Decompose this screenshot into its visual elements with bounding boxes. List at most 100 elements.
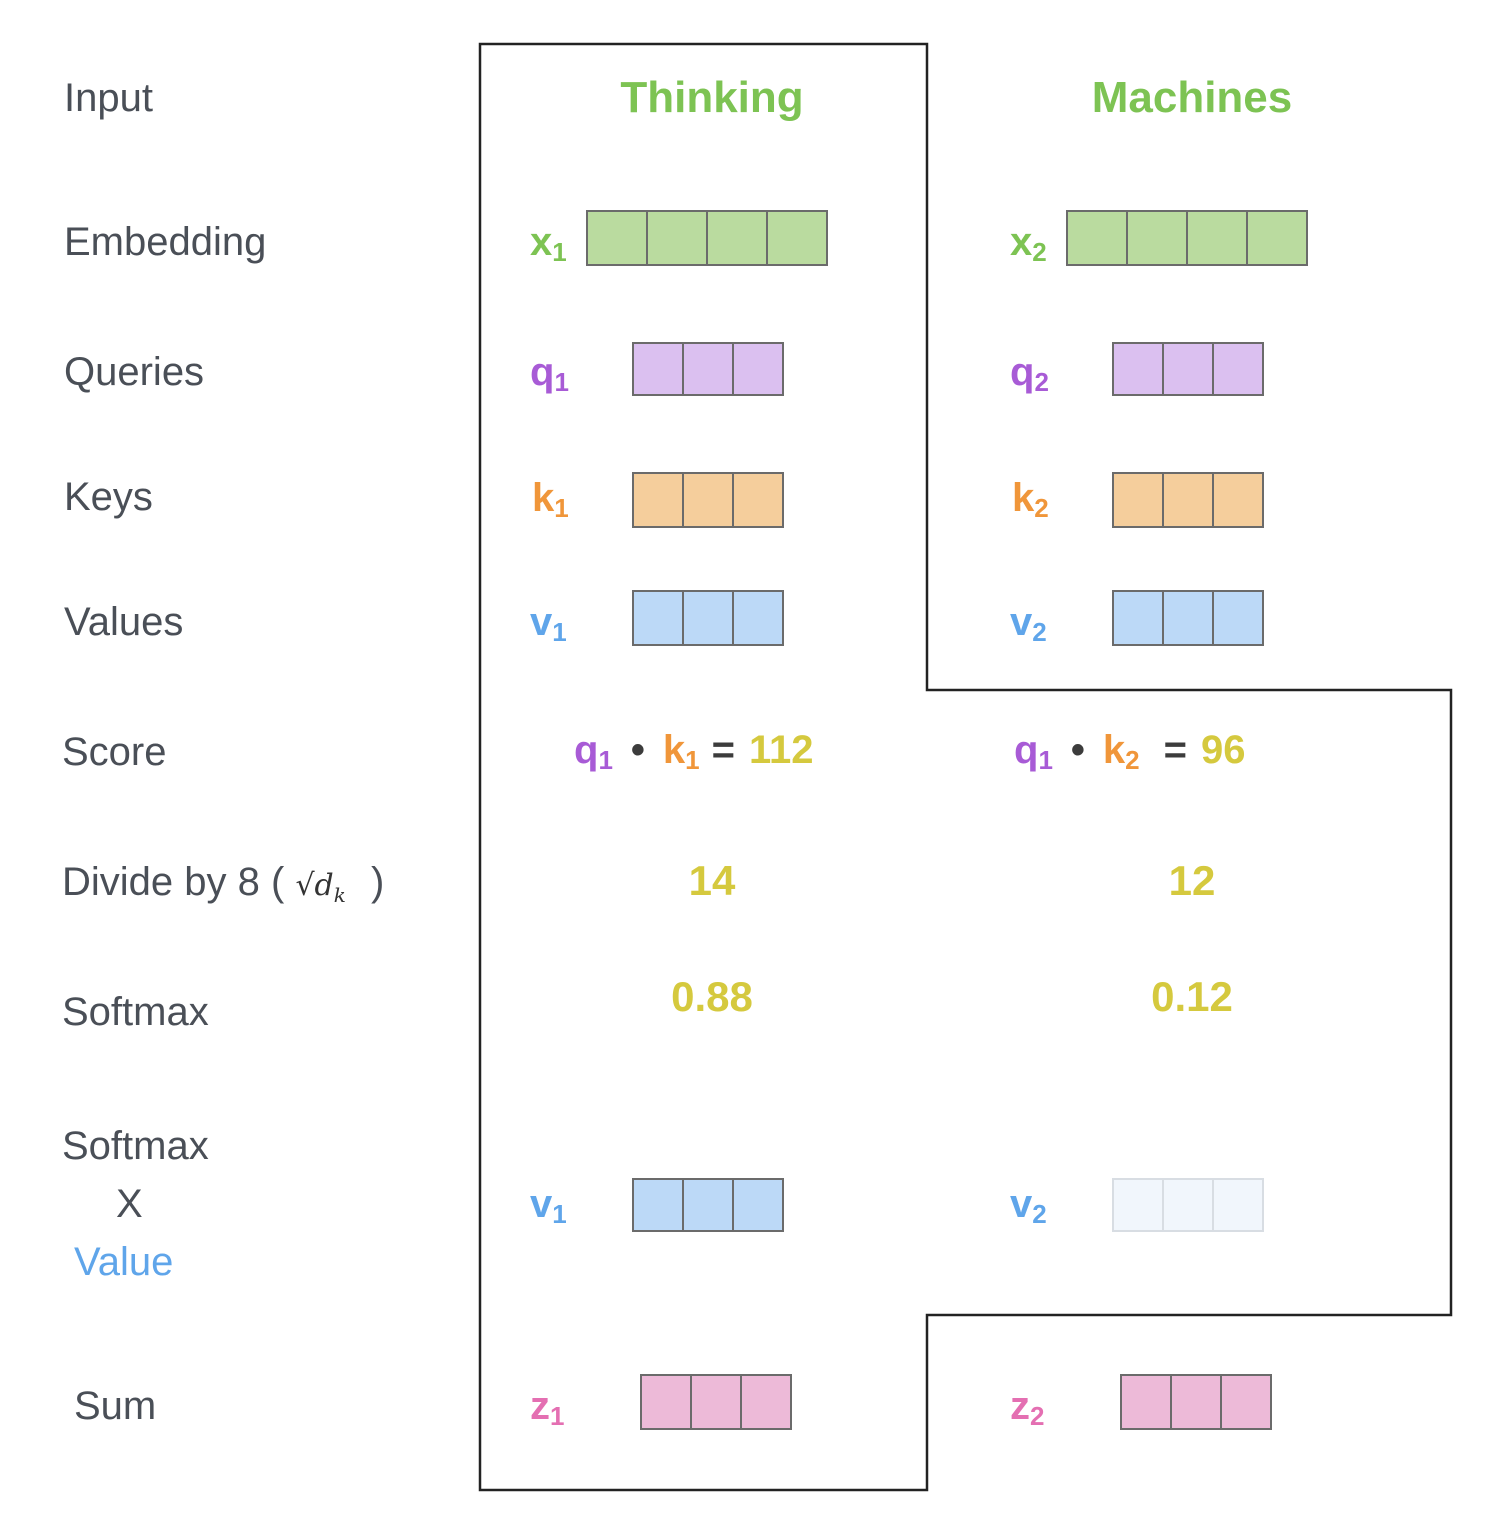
symbol-x2: x2 [1010,222,1047,265]
vector-cell [690,1374,742,1430]
row-label-values: Values [64,600,184,644]
symbol-k1-sub: 1 [554,493,569,523]
symbol-z2-sub: 2 [1030,1401,1045,1431]
row-label-keys: Keys [64,475,153,519]
score-1-dot: • [630,728,645,772]
score-2-q-sub: 1 [1038,745,1053,775]
symbol-v2-sub: 2 [1032,617,1047,647]
symbol-weighted-v2: v2 [1010,1184,1047,1227]
score-2-k: k2 [1103,730,1140,773]
vector-cell [1212,472,1264,528]
row-label-score: Score [62,730,167,774]
word-machines: Machines [1091,73,1293,122]
symbol-q2-base: q [1010,350,1035,394]
sqrt-dk: √d [295,868,334,903]
vector-cell [732,342,784,396]
vector-cell [1066,210,1128,266]
symbol-q1-base: q [530,350,555,394]
symbol-x1-base: x [530,220,553,264]
row-label-divide: Divide by 8 ( √dk ) [62,862,384,905]
score-1-value: 112 [749,728,814,772]
vector-cell [632,590,684,646]
symbol-weighted-v1-base: v [530,1182,553,1226]
vector-cell [632,342,684,396]
symbol-k2: k2 [1012,478,1049,521]
row-label-times: X [116,1182,143,1226]
symbol-v1-sub: 1 [552,617,567,647]
score-1-q-sub: 1 [598,745,613,775]
vector-cell [766,210,828,266]
softmax-value-2: 0.12 [1151,973,1233,1020]
vector-cell [632,1178,684,1232]
vector-cell [732,472,784,528]
sqrt-dk-sub: k [333,883,346,907]
score-line-1: q1 • k1 = 112 [574,730,814,773]
symbol-v2-base: v [1010,600,1033,644]
vector-cell [1220,1374,1272,1430]
symbol-z1-base: z [530,1384,550,1428]
vector-cell [1212,590,1264,646]
softmax-value-1: 0.88 [671,973,753,1020]
symbol-v2: v2 [1010,602,1047,645]
score-1-k-sub: 1 [685,745,700,775]
vector-cell [586,210,648,266]
vector-cell [1212,342,1264,396]
query-vector-q2 [1112,342,1264,396]
vector-cell [1162,1178,1214,1232]
vector-cell [706,210,768,266]
vector-cell [1162,472,1214,528]
weighted-value-vector-v2 [1112,1178,1264,1232]
symbol-weighted-v1-sub: 1 [552,1199,567,1229]
score-2-q: q1 [1014,730,1053,773]
divided-score-1: 14 [688,857,736,904]
row-label-value: Value [74,1240,174,1284]
vector-cell [1120,1374,1172,1430]
score-2-value: 96 [1201,728,1246,772]
score-1-k-base: k [662,728,686,772]
symbol-x1-sub: 1 [552,237,567,267]
vector-cell [732,590,784,646]
vector-cell [1162,342,1214,396]
row-label-softmax-value: Softmax [62,1124,209,1168]
symbol-k2-base: k [1012,476,1035,520]
score-1-q: q1 [574,730,613,773]
sum-vector-z2 [1120,1374,1272,1430]
symbol-v1-base: v [530,600,553,644]
vector-cell [1126,210,1188,266]
symbol-x1: x1 [530,222,567,265]
value-vector-v2 [1112,590,1264,646]
symbol-weighted-v1: v1 [530,1184,567,1227]
weighted-value-vector-v1 [632,1178,784,1232]
symbol-k1: k1 [532,478,569,521]
vector-cell [1246,210,1308,266]
symbol-weighted-v2-sub: 2 [1032,1199,1047,1229]
score-line-2: q1 • k2 = 96 [1014,730,1246,773]
divide-text: Divide by 8 ( [62,860,285,904]
vector-cell [682,472,734,528]
symbol-q1-sub: 1 [554,367,569,397]
vector-cell [1170,1374,1222,1430]
query-vector-q1 [632,342,784,396]
vector-cell [640,1374,692,1430]
word-thinking: Thinking [620,73,804,122]
symbol-weighted-v2-base: v [1010,1182,1033,1226]
divided-score-2: 12 [1168,857,1216,904]
vector-cell [1112,590,1164,646]
divide-close: ) [371,860,385,904]
embedding-vector-x2 [1066,210,1308,266]
vector-cell [1112,1178,1164,1232]
symbol-v1: v1 [530,602,567,645]
symbol-x2-base: x [1010,220,1033,264]
vector-cell [740,1374,792,1430]
sqrt-dk-formula: √dk [295,868,345,906]
score-1-q-base: q [574,728,599,772]
symbol-q1: q1 [530,352,569,395]
symbol-k1-base: k [532,476,555,520]
score-1-k: k1 [663,730,700,773]
row-label-embedding: Embedding [64,220,267,264]
score-2-k-base: k [1102,728,1126,772]
outline-path [478,42,1453,1492]
row-label-queries: Queries [64,350,205,394]
